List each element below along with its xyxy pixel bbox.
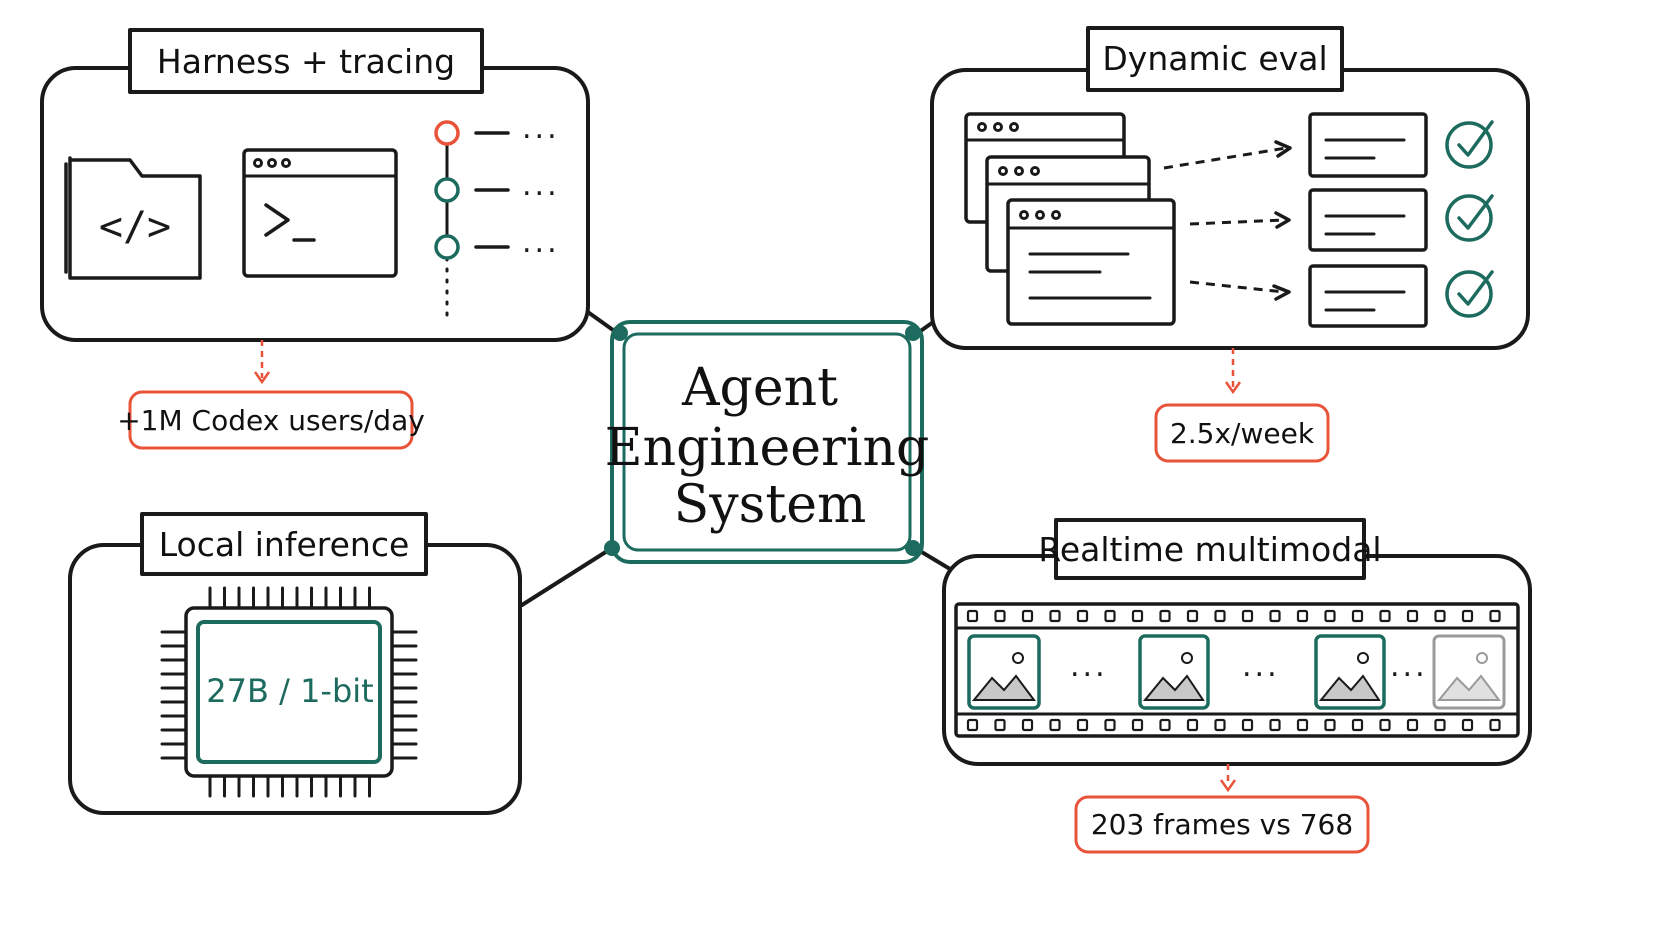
film-strip-icon: [954, 602, 1520, 738]
chip-label: 27B / 1-bit: [206, 672, 373, 710]
center-title-line-1: Agent: [681, 358, 838, 418]
corner-dot: [905, 540, 921, 556]
sprocket-hole: [1351, 609, 1364, 623]
sprocket-hole: [1269, 718, 1281, 732]
sprocket-hole: [1269, 609, 1281, 623]
sprocket-hole: [1434, 718, 1446, 732]
sprocket-hole: [1296, 609, 1309, 623]
sprocket-hole: [1021, 718, 1034, 732]
sprocket-hole: [1159, 718, 1171, 732]
harness-title-box: [128, 28, 484, 94]
sprocket-hole: [1186, 609, 1199, 623]
sprocket-hole: [1076, 609, 1089, 623]
sprocket-hole: [1379, 609, 1391, 623]
sprocket-hole: [1296, 718, 1309, 732]
sprocket-hole: [1214, 609, 1226, 623]
sprocket-hole: [1049, 609, 1061, 623]
realtime-stat: 203 frames vs 768: [1091, 808, 1353, 841]
harness-stat-box: [128, 390, 414, 450]
sprocket-hole: [1324, 718, 1336, 732]
panel-harness: Harness + tracing </> ...: [40, 28, 590, 450]
image-frame-icon: [967, 634, 1506, 710]
sprocket-hole: [1186, 718, 1199, 732]
realtime-title: Realtime multimodal: [1038, 530, 1381, 569]
sprocket-hole: [1104, 609, 1116, 623]
folder-code-icon: </>: [64, 156, 202, 280]
ellipsis: ...: [1070, 649, 1108, 684]
sprocket-hole: [994, 609, 1006, 623]
arrow-head-icon: [253, 371, 271, 385]
sprocket-hole: [994, 718, 1006, 732]
svg-text:...: ...: [522, 168, 560, 203]
stacked-windows-icon: [964, 112, 1176, 326]
sprocket-hole: [1131, 718, 1144, 732]
sprocket-hole: [1214, 718, 1226, 732]
sprocket-hole: [966, 609, 979, 623]
center-title-line-2: Engineering: [605, 418, 930, 478]
trace-timeline-icon: ... ... ...: [434, 111, 560, 324]
sprocket-hole: [1406, 609, 1419, 623]
cpu-chip-icon: 27B / 1-bit: [160, 586, 418, 798]
svg-text:...: ...: [522, 111, 560, 146]
sprocket-hole: [1159, 609, 1171, 623]
panel-realtime: Realtime multimodal ... ... ...: [942, 518, 1532, 854]
terminal-window-icon: [242, 148, 398, 278]
dashed-arrow-icon: [1163, 140, 1292, 301]
sprocket-hole: [1104, 718, 1116, 732]
harness-title: Harness + tracing: [157, 42, 455, 81]
sprocket-hole: [1131, 609, 1144, 623]
realtime-title-box: [1054, 518, 1366, 580]
sprocket-hole: [1489, 718, 1501, 732]
center-inner-border: [622, 332, 912, 552]
ellipsis: ...: [1390, 649, 1428, 684]
sprocket-hole: [1324, 609, 1336, 623]
center-node: Agent Engineering System: [604, 320, 930, 564]
sprocket-hole: [1049, 718, 1061, 732]
panel-local: Local inference 27B / 1-bit: [68, 512, 522, 815]
svg-text:...: ...: [522, 225, 560, 260]
center-outer-border: [610, 320, 924, 564]
sprocket-hole: [1379, 718, 1391, 732]
ellipsis: ...: [1242, 649, 1280, 684]
sprocket-hole: [1434, 609, 1446, 623]
corner-dot: [905, 325, 921, 341]
arrow-head-icon: [1224, 381, 1242, 395]
sprocket-hole: [966, 718, 979, 732]
sprocket-hole: [1241, 609, 1254, 623]
sprocket-hole: [1241, 718, 1254, 732]
connector-local: [520, 546, 614, 607]
eval-stat-box: [1154, 403, 1330, 463]
sprocket-hole: [1351, 718, 1364, 732]
local-title: Local inference: [159, 525, 410, 564]
realtime-stat-box: [1074, 795, 1370, 854]
eval-stat: 2.5x/week: [1170, 417, 1315, 450]
sprocket-hole: [1489, 609, 1501, 623]
center-title-line-3: System: [674, 475, 867, 535]
svg-text:</>: </>: [99, 204, 171, 250]
eval-title-box: [1086, 26, 1344, 92]
corner-dot: [604, 540, 620, 556]
sprocket-hole: [1021, 609, 1034, 623]
sprocket-hole: [1461, 609, 1474, 623]
eval-title: Dynamic eval: [1102, 39, 1327, 78]
harness-stat: +1M Codex users/day: [117, 404, 425, 437]
sprocket-hole: [1406, 718, 1419, 732]
result-card-icon: [1308, 112, 1428, 328]
arrow-head-icon: [1219, 779, 1237, 793]
sprocket-hole: [1076, 718, 1089, 732]
sprocket-hole: [1461, 718, 1474, 732]
panel-eval: Dynamic eval: [930, 26, 1530, 463]
check-circle-icon: [1445, 120, 1494, 318]
local-title-box: [140, 512, 428, 576]
corner-dot: [612, 325, 628, 341]
